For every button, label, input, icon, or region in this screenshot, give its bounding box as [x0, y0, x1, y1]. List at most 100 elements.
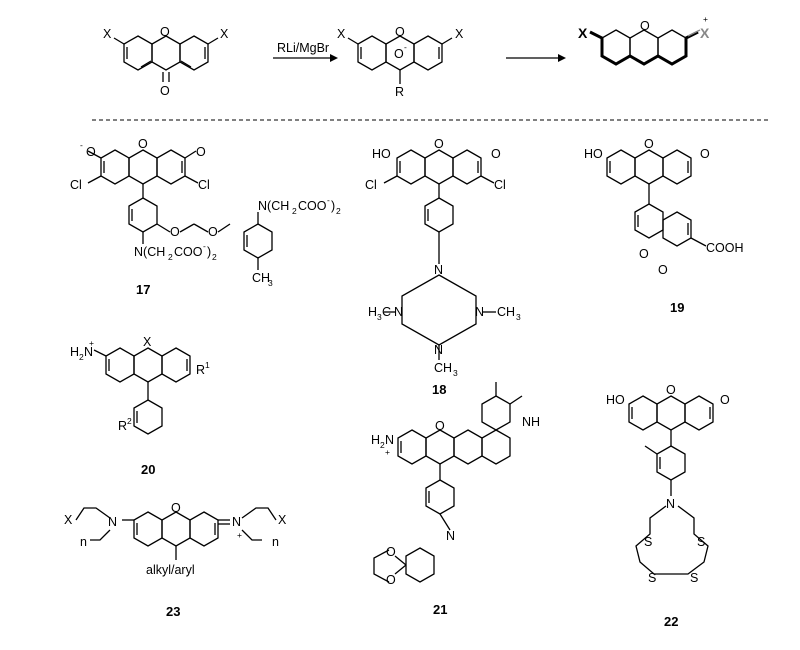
o-minus: O	[86, 145, 96, 159]
compound-22: HO O O N S S S S 22	[606, 383, 730, 629]
svg-text:H: H	[368, 305, 377, 319]
svg-text:Cl: Cl	[70, 178, 82, 192]
compound-label-19: 19	[670, 300, 684, 315]
svg-text:O: O	[171, 501, 181, 515]
intermediate-alkoxide: O O - R X X	[337, 25, 464, 99]
svg-text:N: N	[475, 305, 484, 319]
svg-text:O: O	[434, 137, 444, 151]
svg-text:2: 2	[127, 416, 132, 426]
svg-text:O: O	[720, 393, 730, 407]
svg-text:2: 2	[212, 252, 217, 262]
xanthone-carbonyl-o: O	[160, 84, 170, 98]
compound-20: H 2 N + X R 1 R 2 20	[70, 335, 210, 477]
svg-text:O: O	[208, 225, 218, 239]
chelator-label-right: N(CH 2 COO - ) 2	[258, 195, 341, 216]
svg-text:N: N	[385, 433, 394, 447]
svg-text:2: 2	[79, 352, 84, 362]
svg-text:n: n	[272, 535, 279, 549]
svg-text:S: S	[690, 571, 698, 585]
x-substituent-left: X	[578, 25, 588, 41]
svg-text:3: 3	[516, 312, 521, 322]
svg-text:S: S	[644, 535, 652, 549]
svg-text:COO: COO	[174, 245, 203, 259]
svg-text:O: O	[639, 247, 649, 261]
x-substituent-left: X	[103, 27, 112, 41]
compound-label-18: 18	[432, 382, 446, 397]
svg-text:3: 3	[268, 278, 273, 288]
x-substituent-right: X	[220, 27, 229, 41]
svg-text:R: R	[118, 419, 127, 433]
svg-text:COOH: COOH	[706, 241, 744, 255]
svg-text:+: +	[385, 447, 390, 457]
svg-text:O: O	[435, 419, 445, 433]
x-substituent-right: X	[455, 27, 464, 41]
svg-text:N: N	[666, 497, 675, 511]
svg-text:+: +	[237, 530, 242, 540]
reagent-label: RLi/MgBr	[277, 41, 329, 55]
svg-text:2: 2	[336, 206, 341, 216]
svg-text:2: 2	[292, 206, 297, 216]
svg-text:X: X	[278, 513, 287, 527]
svg-text:alkyl/aryl: alkyl/aryl	[146, 563, 195, 577]
svg-text:C: C	[382, 305, 391, 319]
svg-text:n: n	[80, 535, 87, 549]
alkoxide-o: O	[394, 47, 404, 61]
svg-text:H: H	[70, 345, 79, 359]
x-substituent-right: X	[700, 25, 710, 41]
svg-text:COO: COO	[298, 199, 327, 213]
svg-text:N: N	[84, 345, 93, 359]
svg-text:O: O	[138, 137, 148, 151]
svg-text:S: S	[648, 571, 656, 585]
compound-17: O - O O Cl Cl O O N(CH 2 COO - ) 2 N(CH …	[70, 137, 341, 297]
svg-text:NH: NH	[522, 415, 540, 429]
svg-text:Cl: Cl	[494, 178, 506, 192]
svg-text:HO: HO	[606, 393, 625, 407]
svg-text:+: +	[89, 338, 94, 348]
svg-text:N: N	[394, 305, 403, 319]
chelator-label-left: N(CH 2 COO - ) 2	[134, 241, 217, 262]
svg-text:N: N	[232, 515, 241, 529]
svg-text:HO: HO	[584, 147, 603, 161]
svg-text:O: O	[644, 137, 654, 151]
svg-text:): )	[331, 199, 335, 213]
svg-text:CH: CH	[434, 361, 452, 375]
svg-text:O: O	[700, 147, 710, 161]
intermediate-ring-o: O	[395, 25, 405, 39]
svg-text:N: N	[446, 529, 455, 543]
compound-21: H 2 N + O NH N O O 21	[371, 382, 540, 617]
svg-text:O: O	[170, 225, 180, 239]
svg-text:X: X	[64, 513, 73, 527]
r-group: R	[395, 85, 404, 99]
svg-text:X: X	[143, 335, 152, 349]
compound-label-22: 22	[664, 614, 678, 629]
svg-text:O: O	[658, 263, 668, 277]
alkoxide-charge: -	[404, 42, 407, 52]
svg-text:1: 1	[205, 360, 210, 370]
svg-text:2: 2	[380, 440, 385, 450]
svg-text:N(CH: N(CH	[134, 245, 165, 259]
svg-text:3: 3	[453, 368, 458, 378]
compound-18: HO O O Cl Cl N N N N H 3 C CH 3 CH 3 18	[365, 137, 521, 397]
svg-text:O: O	[666, 383, 676, 397]
svg-text:S: S	[697, 535, 705, 549]
compound-label-20: 20	[141, 462, 155, 477]
reactant-xanthone: O O X X	[103, 25, 229, 98]
aza-crown-n1: N	[434, 263, 443, 277]
svg-text:CH: CH	[497, 305, 515, 319]
compound-label-21: 21	[433, 602, 447, 617]
svg-text:H: H	[371, 433, 380, 447]
xanthone-ring-o: O	[160, 25, 170, 39]
reaction-arrow-2	[506, 54, 566, 62]
svg-text:-: -	[80, 140, 83, 150]
compound-label-23: 23	[166, 604, 180, 619]
svg-text:-: -	[327, 195, 330, 205]
compound-19: HO O O O O COOH 19	[584, 137, 744, 315]
reagent-arrow-1: RLi/MgBr	[273, 41, 338, 62]
svg-text:CH: CH	[252, 271, 270, 285]
product-cation: X X + O	[578, 14, 710, 66]
compound-label-17: 17	[136, 282, 150, 297]
svg-text:Cl: Cl	[365, 178, 377, 192]
product-ring-o: O	[640, 19, 650, 33]
svg-text:-: -	[203, 241, 206, 251]
